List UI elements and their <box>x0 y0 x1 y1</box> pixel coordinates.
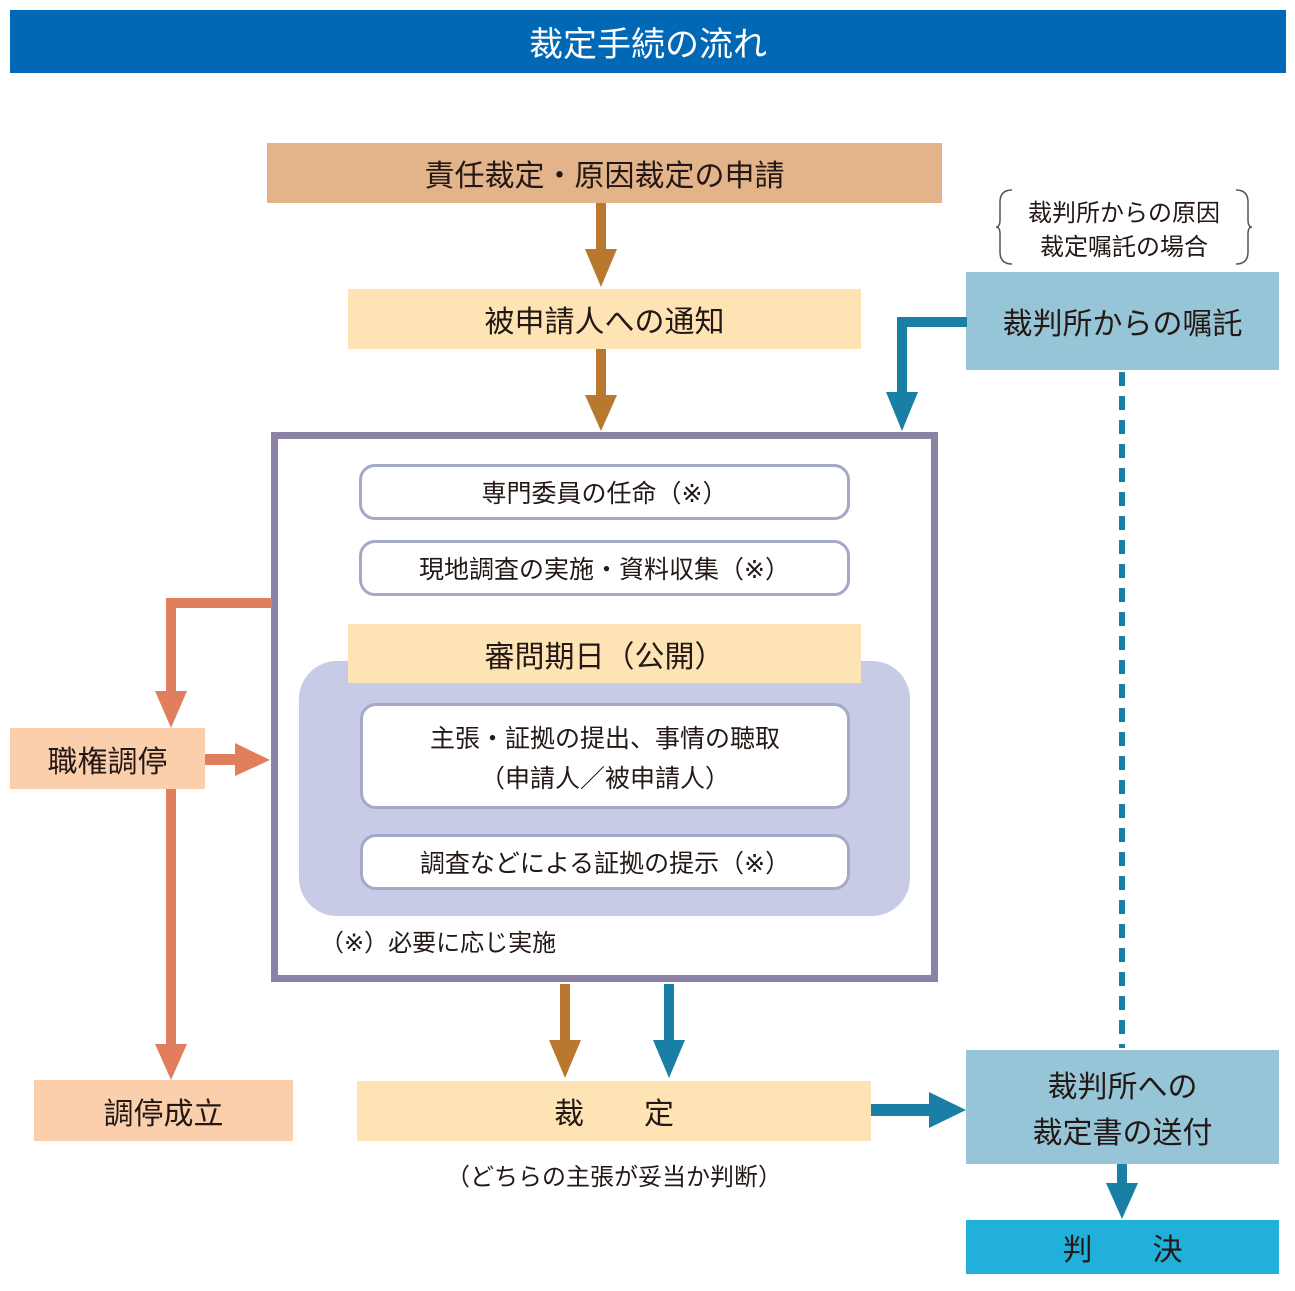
arrow-head-court <box>886 392 918 431</box>
court-case-note-line2: 裁定嘱託の場合 <box>1040 232 1208 261</box>
arrow-head-to-frame <box>235 743 270 776</box>
arrow-shaft-application <box>596 203 606 251</box>
site-survey-step: 現地調査の実施・資料収集（※） <box>359 540 850 596</box>
court-case-note: 裁判所からの原因 裁定嘱託の場合 <box>996 188 1252 266</box>
application-box: 責任裁定・原因裁定の申請 <box>267 143 942 203</box>
court-request-box: 裁判所からの嘱託 <box>966 272 1279 370</box>
arrow-head-judgment <box>1106 1183 1138 1219</box>
hearing-detail-step: 主張・証拠の提出、事情の聴取 （申請人／被申請人） <box>360 703 850 809</box>
notify-box: 被申請人への通知 <box>348 289 861 349</box>
arrow-head-notify <box>585 395 617 431</box>
arrow-head-decision-blue <box>653 1040 685 1078</box>
arrow-head-success <box>155 1044 187 1080</box>
arrow-head-decision-brown <box>549 1040 581 1078</box>
page-title: 裁定手続の流れ <box>10 10 1286 73</box>
send-to-court-line2: 裁定書の送付 <box>1032 1116 1213 1151</box>
footnote: （※）必要に応じ実施 <box>320 929 557 957</box>
court-case-note-line1: 裁判所からの原因 <box>1028 198 1220 227</box>
send-to-court-box: 裁判所への 裁定書の送付 <box>966 1050 1279 1164</box>
mediation-line-horizontal <box>166 598 272 608</box>
arrow-shaft-judgment <box>1117 1164 1127 1184</box>
judgment-box: 判 決 <box>966 1220 1279 1274</box>
court-line-horizontal <box>897 317 967 327</box>
arrow-head-mediation <box>155 691 187 728</box>
hearing-detail-line1: 主張・証拠の提出、事情の聴取 <box>429 724 780 753</box>
hearing-title: 審問期日（公開） <box>348 624 861 683</box>
mediation-line-vertical <box>166 598 176 693</box>
arrow-head-application <box>585 249 617 287</box>
send-to-court-line1: 裁判所への <box>1047 1070 1198 1105</box>
bracket-icon <box>996 189 1252 265</box>
hearing-detail-line2: （申請人／被申請人） <box>479 764 730 793</box>
arrow-shaft-decision-blue <box>664 984 674 1041</box>
court-line-vertical <box>897 317 907 394</box>
appoint-expert-step: 専門委員の任命（※） <box>359 464 850 520</box>
arrow-shaft-decision-brown <box>560 984 570 1041</box>
decision-box: 裁 定 <box>357 1081 871 1141</box>
arrow-shaft-success <box>166 789 176 1046</box>
arrow-head-send <box>929 1092 966 1128</box>
arrow-shaft-to-frame <box>205 754 237 765</box>
arrow-shaft-send <box>871 1104 931 1116</box>
evidence-step: 調査などによる証拠の提示（※） <box>360 834 850 890</box>
mediation-box: 職権調停 <box>10 728 205 789</box>
decision-note: （どちらの主張が妥当か判断） <box>446 1162 782 1191</box>
mediation-success-box: 調停成立 <box>34 1080 293 1141</box>
arrow-shaft-notify <box>596 349 606 397</box>
